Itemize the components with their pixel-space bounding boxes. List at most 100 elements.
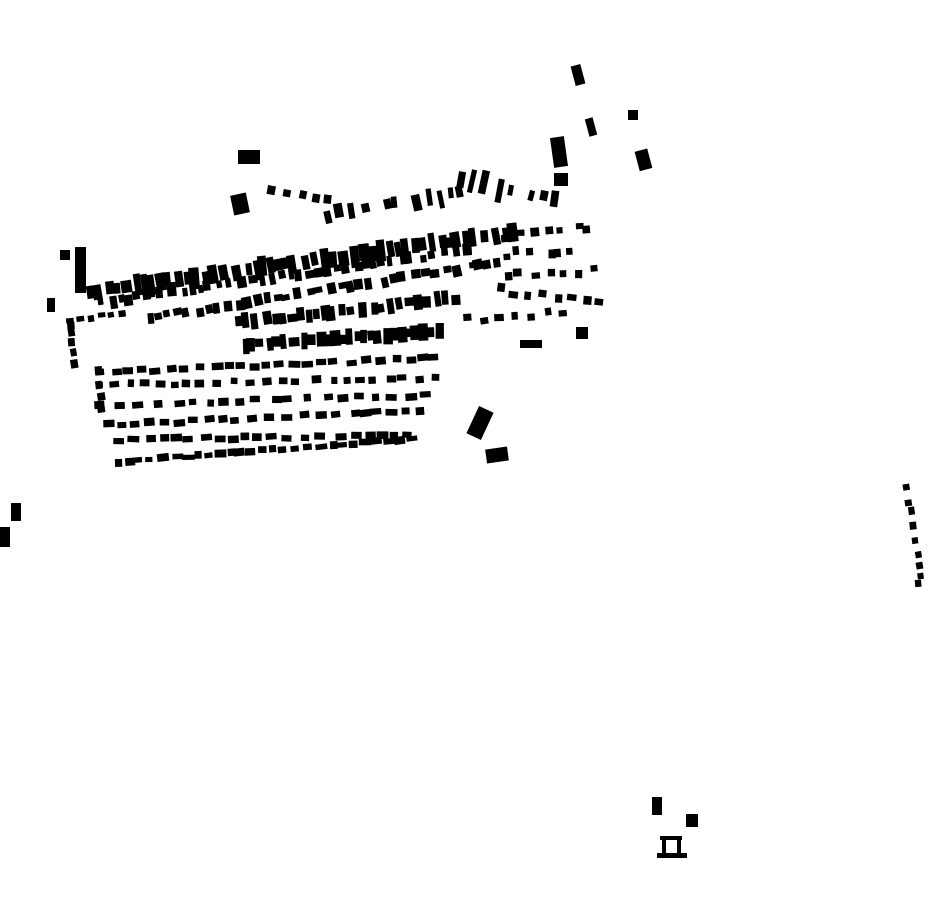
building: [565, 247, 573, 255]
building: [371, 330, 382, 345]
building: [180, 307, 190, 318]
building: [109, 295, 119, 310]
building: [471, 258, 484, 271]
building: [392, 354, 402, 363]
building: [902, 483, 911, 491]
building: [331, 376, 338, 385]
building: [268, 444, 277, 453]
building: [132, 273, 143, 296]
building: [393, 241, 403, 258]
building: [447, 187, 454, 199]
building: [252, 293, 264, 307]
building: [554, 294, 563, 303]
building: [314, 432, 326, 440]
building: [480, 230, 489, 243]
building: [322, 265, 332, 278]
building: [75, 247, 86, 293]
building: [173, 270, 185, 288]
building: [360, 202, 371, 214]
building: [914, 579, 922, 588]
building: [87, 314, 95, 323]
building: [159, 418, 170, 426]
building: [348, 440, 358, 449]
building: [263, 291, 272, 304]
building: [155, 286, 164, 299]
building: [326, 251, 338, 268]
building: [207, 399, 215, 407]
building: [531, 272, 541, 280]
building: [204, 414, 215, 423]
building: [268, 272, 277, 286]
building: [330, 410, 341, 419]
building: [657, 853, 687, 858]
building: [287, 269, 295, 280]
building: [261, 310, 273, 326]
building: [302, 443, 313, 451]
building: [290, 445, 300, 453]
building: [462, 243, 473, 256]
building: [96, 392, 106, 401]
building: [107, 311, 115, 319]
building: [301, 332, 308, 350]
building: [660, 836, 682, 840]
building: [397, 326, 408, 343]
building: [340, 264, 350, 275]
building: [236, 275, 248, 289]
building: [238, 150, 260, 164]
building: [160, 433, 170, 442]
building: [466, 169, 478, 194]
building: [261, 377, 272, 386]
building: [316, 331, 327, 347]
building: [195, 307, 205, 318]
building: [425, 327, 435, 338]
building: [104, 280, 115, 295]
building: [153, 399, 163, 409]
building: [370, 436, 383, 445]
building: [181, 287, 189, 297]
building: [271, 258, 284, 272]
building: [91, 284, 103, 301]
building: [11, 503, 21, 521]
building: [315, 443, 328, 451]
building: [415, 406, 425, 416]
building: [295, 306, 306, 321]
building: [538, 289, 547, 298]
building: [134, 456, 143, 463]
building: [492, 257, 501, 268]
building: [214, 435, 226, 443]
building: [315, 411, 327, 420]
building: [288, 337, 300, 347]
building: [390, 196, 398, 209]
building: [139, 379, 150, 387]
building: [131, 401, 144, 409]
building: [245, 379, 255, 387]
building: [634, 148, 653, 172]
building: [662, 836, 666, 854]
building: [436, 190, 446, 209]
building: [122, 294, 134, 307]
building: [395, 270, 406, 283]
building: [545, 226, 554, 235]
building: [246, 414, 258, 423]
building: [306, 334, 316, 346]
building: [147, 312, 155, 325]
building: [305, 309, 313, 323]
building: [300, 254, 311, 271]
building: [249, 313, 259, 330]
building: [313, 267, 325, 278]
building: [556, 226, 563, 234]
building: [363, 277, 373, 291]
building: [594, 298, 604, 306]
building: [494, 178, 505, 204]
building: [127, 435, 140, 443]
building: [113, 438, 125, 445]
building: [409, 325, 421, 341]
building: [652, 797, 662, 815]
building: [360, 329, 367, 344]
building: [312, 308, 321, 320]
building: [419, 254, 427, 263]
building: [427, 250, 436, 260]
building: [512, 268, 522, 277]
building: [114, 458, 123, 468]
